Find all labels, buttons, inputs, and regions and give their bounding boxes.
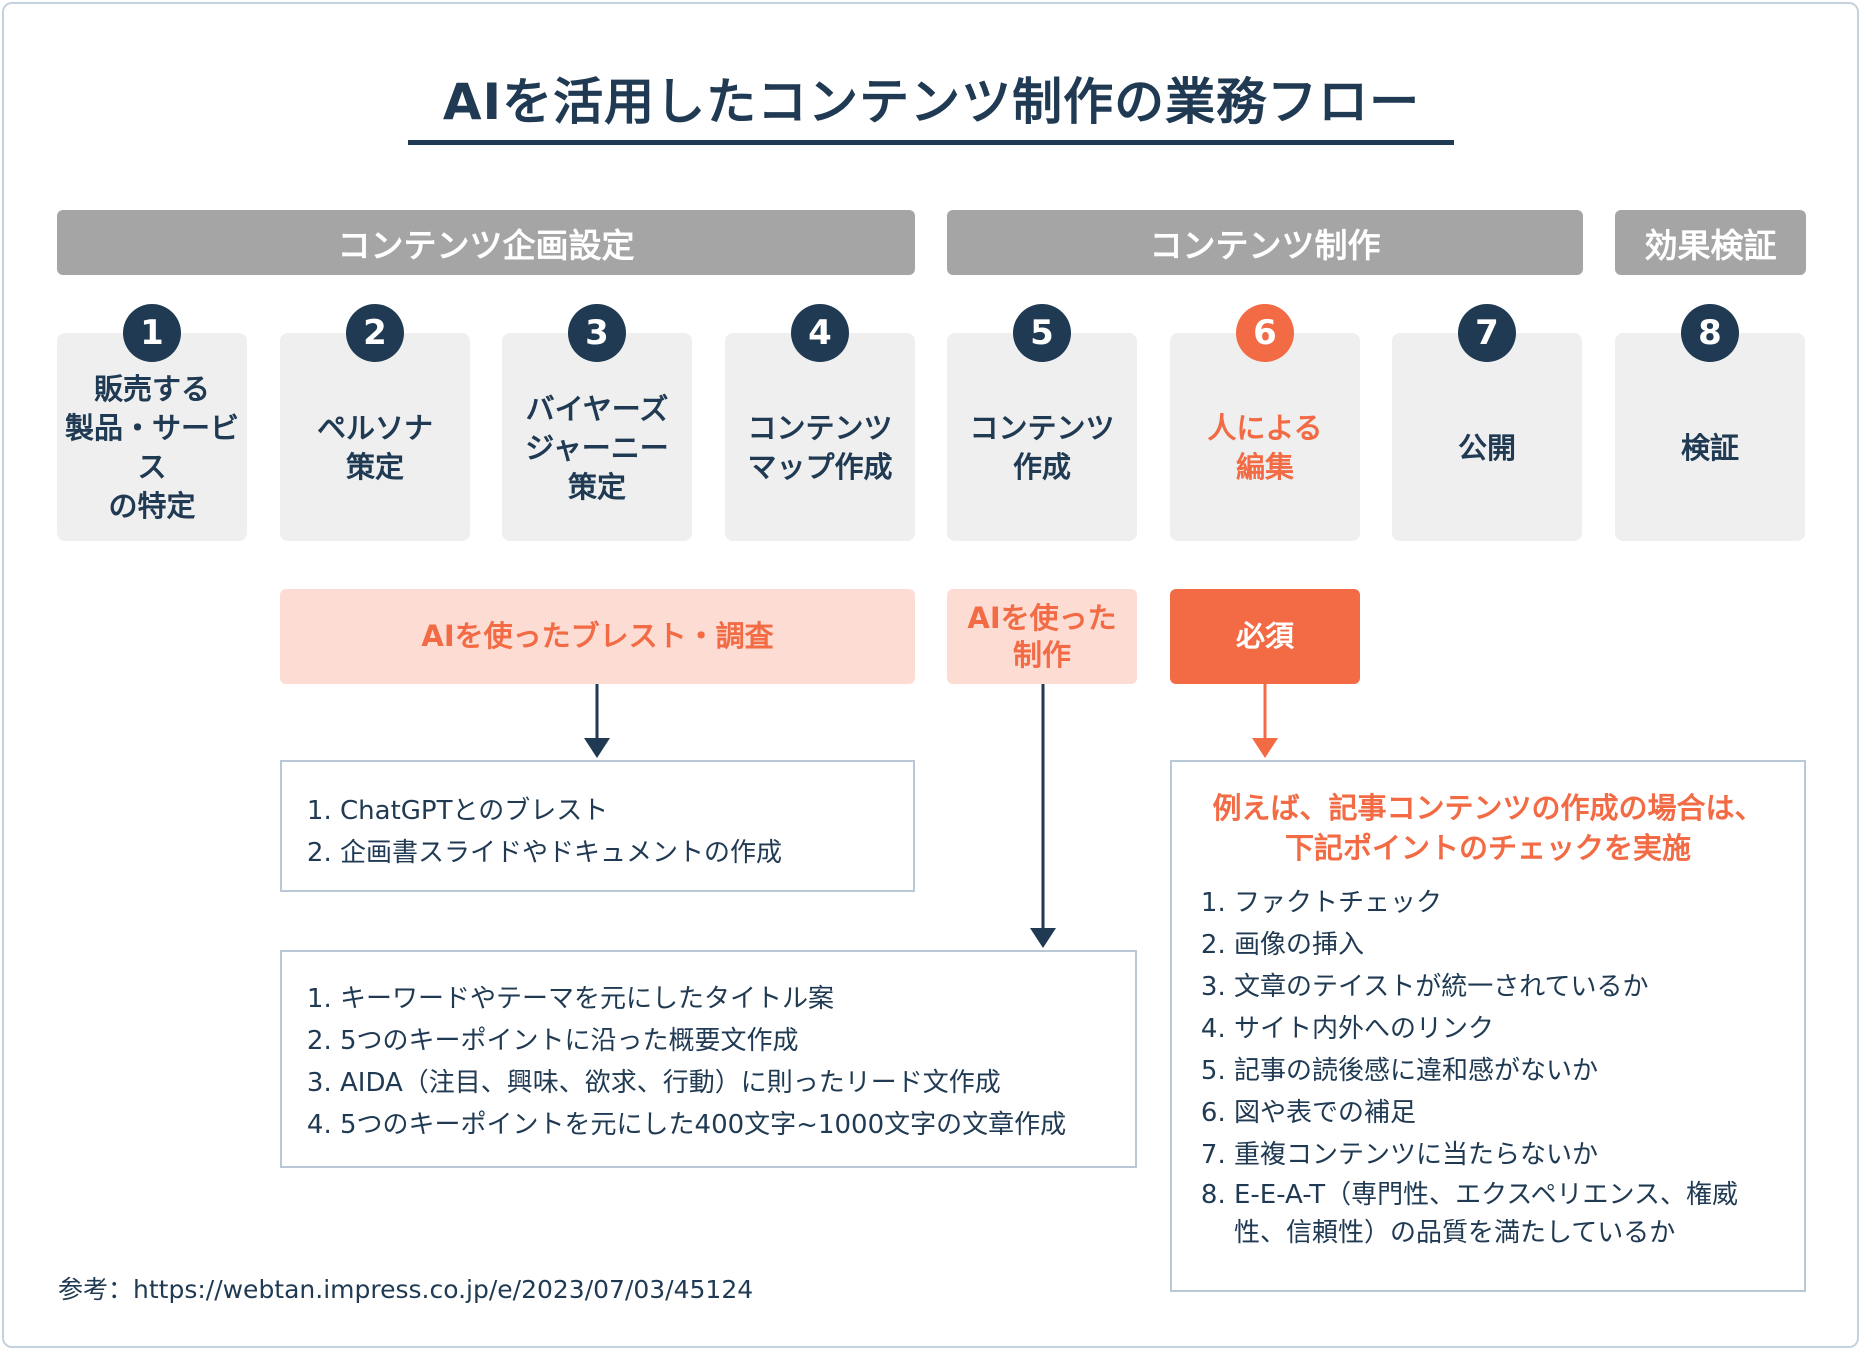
list-item: キーワードやテーマを元にしたタイトル案 (340, 978, 1115, 1020)
list-item: 重複コンテンツに当たらないか (1234, 1134, 1780, 1176)
step-4: コンテンツ マップ作成 (725, 333, 915, 541)
check-list-box: 例えば、記事コンテンツの作成の場合は、 下記ポイントのチェックを実施 ファクトチ… (1170, 760, 1806, 1292)
list-item: ファクトチェック (1234, 882, 1780, 924)
step-2: ペルソナ 策定 (280, 333, 470, 541)
title-underline (408, 140, 1454, 145)
arrow-brainstorm (584, 684, 610, 758)
step-8-number-badge: 8 (1681, 304, 1739, 362)
brainstorm-list: ChatGPTとのブレスト 企画書スライドやドキュメントの作成 (302, 790, 893, 874)
brainstorm-list-box: ChatGPTとのブレスト 企画書スライドやドキュメントの作成 (280, 760, 915, 892)
phase-planning: コンテンツ企画設定 (57, 210, 915, 275)
step-5-number-badge: 5 (1013, 304, 1071, 362)
step-4-number-badge: 4 (791, 304, 849, 362)
list-item: E-E-A-T（専門性、エクスペリエンス、権威性、信頼性）の品質を満たしているか (1234, 1176, 1780, 1252)
check-list-heading: 例えば、記事コンテンツの作成の場合は、 下記ポイントのチェックを実施 (1212, 791, 1764, 865)
list-item: 図や表での補足 (1234, 1092, 1780, 1134)
step-6: 人による 編集 (1170, 333, 1360, 541)
arrow-required (1252, 684, 1278, 758)
list-item: 記事の読後感に違和感がないか (1234, 1050, 1780, 1092)
tag-required: 必須 (1170, 589, 1360, 684)
arrow-ai-creation (1030, 684, 1056, 948)
list-item: AIDA（注目、興味、欲求、行動）に則ったリード文作成 (340, 1062, 1115, 1104)
step-7-number-badge: 7 (1458, 304, 1516, 362)
step-8: 検証 (1615, 333, 1805, 541)
phase-production: コンテンツ制作 (947, 210, 1583, 275)
tag-ai-brainstorm: AIを使ったブレスト・調査 (280, 589, 915, 684)
list-item: 企画書スライドやドキュメントの作成 (340, 832, 893, 874)
step-3-number-badge: 3 (568, 304, 626, 362)
list-item: サイト内外へのリンク (1234, 1008, 1780, 1050)
step-2-number-badge: 2 (346, 304, 404, 362)
list-item: 文章のテイストが統一されているか (1234, 966, 1780, 1008)
creation-list: キーワードやテーマを元にしたタイトル案 5つのキーポイントに沿った概要文作成 A… (302, 978, 1115, 1146)
creation-list-box: キーワードやテーマを元にしたタイトル案 5つのキーポイントに沿った概要文作成 A… (280, 950, 1137, 1168)
list-item: 画像の挿入 (1234, 924, 1780, 966)
diagram-title: AIを活用したコンテンツ制作の業務フロー (442, 73, 1421, 131)
step-7: 公開 (1392, 333, 1582, 541)
step-1-number-badge: 1 (123, 304, 181, 362)
phase-verification: 効果検証 (1615, 210, 1806, 275)
step-3: バイヤーズ ジャーニー 策定 (502, 333, 692, 541)
list-item: ChatGPTとのブレスト (340, 790, 893, 832)
reference-note: 参考：https://webtan.impress.co.jp/e/2023/0… (58, 1275, 754, 1304)
list-item: 5つのキーポイントに沿った概要文作成 (340, 1020, 1115, 1062)
step-1: 販売する 製品・サービス の特定 (57, 333, 247, 541)
tag-ai-creation: AIを使った 制作 (947, 589, 1137, 684)
check-list: ファクトチェック 画像の挿入 文章のテイストが統一されているか サイト内外へのリ… (1196, 882, 1780, 1252)
list-item: 5つのキーポイントを元にした400文字~1000文字の文章作成 (340, 1104, 1115, 1146)
step-6-number-badge: 6 (1236, 304, 1294, 362)
step-5: コンテンツ 作成 (947, 333, 1137, 541)
